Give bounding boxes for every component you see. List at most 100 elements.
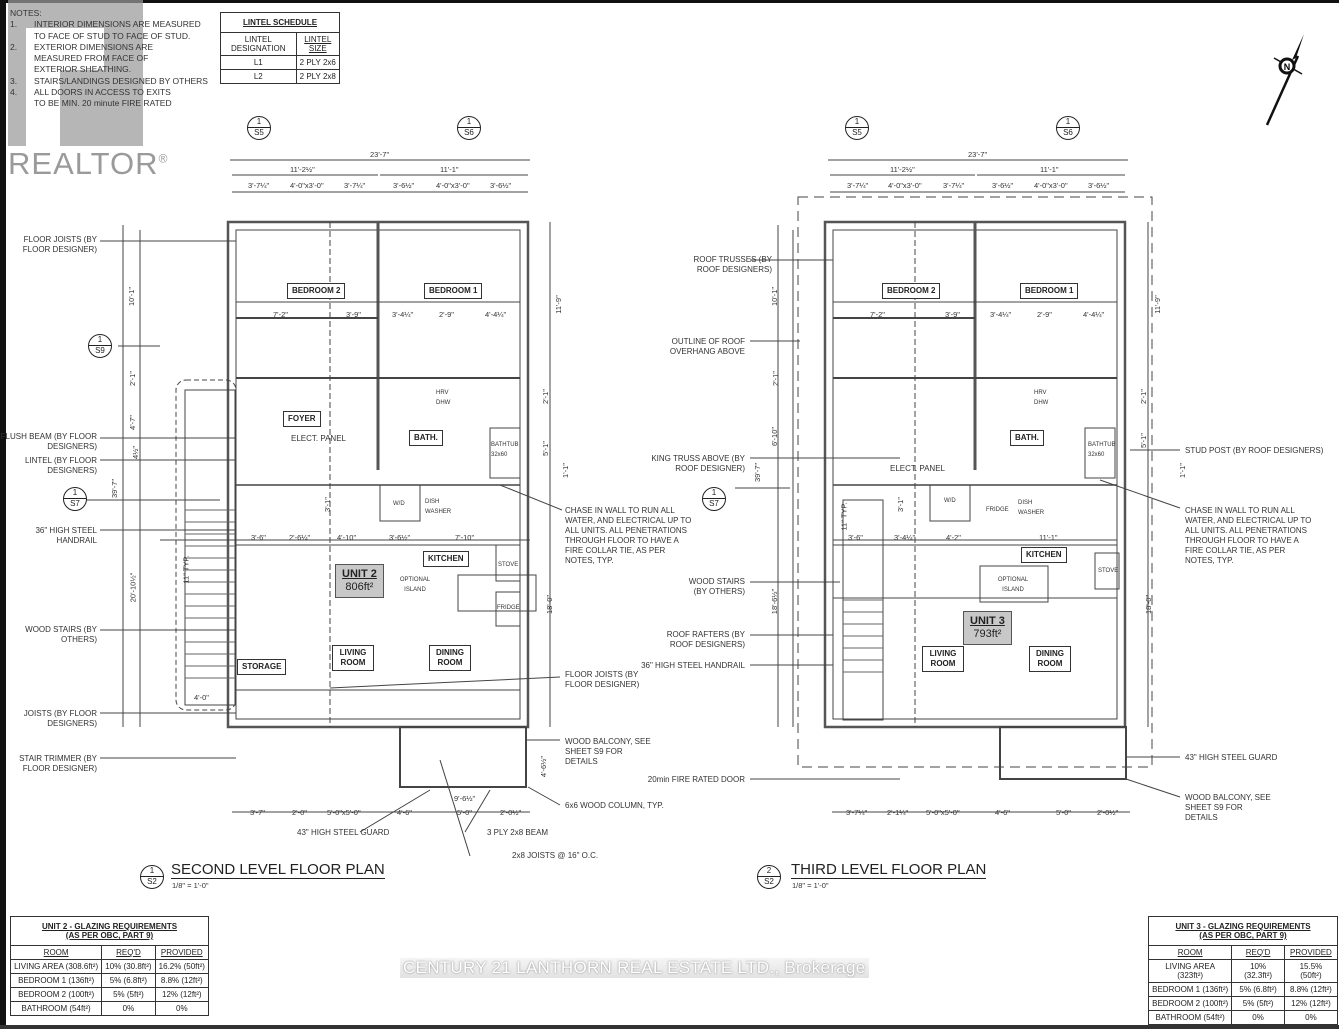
- callout-label: 43" HIGH STEEL GUARD: [1185, 753, 1278, 762]
- glazing-requirements-unit-2: UNIT 2 - GLAZING REQUIREMENTS(AS PER OBC…: [9, 916, 210, 1016]
- fixture-label: W/D: [944, 498, 956, 504]
- dimension: 3'-6½": [393, 181, 415, 190]
- dimension: 18'-0": [545, 594, 555, 615]
- dimension: 5'-0": [457, 808, 472, 817]
- fixture-label: HRV DHW: [436, 390, 451, 406]
- dimension: 2'-6¼": [289, 533, 311, 542]
- fixture-label: FRIDGE: [986, 507, 1009, 513]
- callout-label: STUD POST (BY ROOF DESIGNERS): [1185, 446, 1324, 455]
- dimension: 11'-2½": [290, 165, 315, 174]
- callout-label: ROOF TRUSSES (BY ROOF DESIGNERS): [693, 255, 772, 274]
- callout-label: WOOD BALCONY, SEE SHEET S9 FOR DETAILS: [1185, 793, 1271, 822]
- dimension: 4'-10": [337, 533, 357, 542]
- dimension: 1'-1": [560, 463, 570, 478]
- fixture-label: OPTIONAL ISLAND: [399, 577, 431, 593]
- roof-overhang-outline: [797, 196, 1153, 768]
- table-row: BEDROOM 1 (136ft²)5% (6.8ft²)8.8% (12ft²…: [9, 973, 210, 988]
- dimension: 3'-4¼": [990, 310, 1012, 319]
- dimension: 18'-6½": [770, 588, 780, 615]
- room-label-kitchen: KITCHEN: [423, 551, 469, 567]
- dimension: 11'-1": [1040, 165, 1059, 174]
- room-label-dining-room: DINING ROOM: [1029, 646, 1071, 672]
- table-row: BEDROOM 1 (136ft²)5% (6.8ft²)8.8% (12ft²…: [1147, 982, 1339, 997]
- room-label-bedroom-2: BEDROOM 2: [287, 283, 346, 299]
- callout-label: ROOF RAFTERS (BY ROOF DESIGNERS): [666, 630, 745, 649]
- table-row: BEDROOM 2 (100ft²)5% (5ft²)12% (12ft²): [1147, 996, 1339, 1011]
- callout-label: OUTLINE OF ROOF OVERHANG ABOVE: [669, 337, 745, 356]
- dimension: 2'-1": [540, 389, 550, 404]
- callout-label: WOOD STAIRS (BY OTHERS): [25, 625, 97, 644]
- callout-label: JOISTS (BY FLOOR DESIGNERS): [23, 709, 97, 728]
- dimension: 11'-1": [1039, 533, 1058, 542]
- callout-label: WOOD STAIRS (BY OTHERS): [688, 577, 745, 596]
- dimension: 3'-6": [251, 533, 266, 542]
- table-row: LIVING AREA (323ft²)10% (32.3ft²)15.5% (…: [1147, 959, 1339, 983]
- room-label-bedroom-1: BEDROOM 1: [1020, 283, 1079, 299]
- note-item: 4.ALL DOORS IN ACCESS TO EXITS TO BE MIN…: [10, 87, 172, 109]
- callout-label: 43" HIGH STEEL GUARD: [297, 828, 390, 837]
- room-label-bedroom-1: BEDROOM 1: [424, 283, 483, 299]
- dimension: 3'-4¼": [894, 533, 916, 542]
- dimension: 3'-7¼": [943, 181, 965, 190]
- dimension: 2'-0½": [1097, 808, 1119, 817]
- dimension: 5'-0"x5'-0": [926, 808, 960, 817]
- dimension: 10'-1": [770, 286, 780, 307]
- dimension: 2'-9": [439, 310, 454, 319]
- callout-label: 2x8 JOISTS @ 16" O.C.: [512, 851, 599, 860]
- top-border: [0, 0, 1339, 3]
- callout-label: FLUSH BEAM (BY FLOOR DESIGNERS): [0, 432, 97, 451]
- dimension: 2'-1": [770, 371, 780, 386]
- dimension: 4'-4¼": [485, 310, 507, 319]
- bottom-border: [0, 1025, 1339, 1029]
- dimension: 2'-1": [127, 371, 137, 386]
- glazing-table-title: UNIT 2 - GLAZING REQUIREMENTS(AS PER OBC…: [10, 916, 209, 946]
- note-item: 3.STAIRS/LANDINGS DESIGNED BY OTHERS: [10, 75, 208, 86]
- room-label-living-room: LIVING ROOM: [332, 645, 374, 671]
- dimension: 3'-6½": [490, 181, 512, 190]
- table-row: BEDROOM 2 (100ft²)5% (5ft²)12% (12ft²): [9, 987, 210, 1002]
- fixture-label: FRIDGE: [497, 605, 520, 611]
- callout-label: 36" HIGH STEEL HANDRAIL: [641, 661, 745, 670]
- dimension: 3'-7": [250, 808, 265, 817]
- dimension-overall: 23'-7": [968, 150, 988, 159]
- dimension: 3'-9": [945, 310, 960, 319]
- dimension: 11'-2½": [890, 165, 915, 174]
- dimension: 4'-6": [397, 808, 412, 817]
- dimension: 4'-7": [127, 415, 137, 430]
- svg-text:N: N: [1284, 62, 1291, 72]
- room-label-kitchen: KITCHEN: [1021, 547, 1067, 563]
- table-row: LIVING AREA (308.6ft²)10% (30.8ft²)16.2%…: [9, 959, 210, 974]
- general-notes: NOTES: 1.INTERIOR DIMENSIONS ARE MEASURE…: [10, 8, 208, 110]
- room-label-bedroom-2: BEDROOM 2: [882, 283, 941, 299]
- dimension: 3'-1": [895, 497, 905, 512]
- north-arrow-icon: N: [1265, 34, 1304, 126]
- dimension: 3'-4¼": [392, 310, 414, 319]
- dimension: 4½": [131, 445, 141, 460]
- dimension: 4'-4¼": [1083, 310, 1105, 319]
- room-label-dining-room: DINING ROOM: [429, 645, 471, 671]
- dimension: 4'-6": [995, 808, 1010, 817]
- brokerage-watermark: CENTURY 21 LANTHORN REAL ESTATE LTD., Br…: [400, 958, 869, 978]
- dimension: 4'-6½": [539, 755, 549, 778]
- dimension: 20'-10½": [128, 572, 138, 603]
- dimension: 3'-6½": [389, 533, 411, 542]
- callout-label: STAIR TRIMMER (BY FLOOR DESIGNER): [19, 754, 97, 773]
- dimension: 11'-9": [553, 295, 563, 314]
- dimension: 6'-10": [770, 426, 780, 447]
- dimension: 3'-6": [848, 533, 863, 542]
- dimension: 5'-0"x5'-0": [327, 808, 361, 817]
- dimension: 4'-2": [946, 533, 961, 542]
- callout-label: FLOOR JOISTS (BY FLOOR DESIGNER): [565, 670, 640, 689]
- plan-title-third-level: THIRD LEVEL FLOOR PLAN: [791, 861, 987, 879]
- dimension-overall: 23'-7": [370, 150, 390, 159]
- dimension: 4'-0": [194, 693, 209, 702]
- dimension: 5'-0": [1056, 808, 1071, 817]
- dimension: 39'-7": [110, 478, 120, 499]
- dimension: 18'-0": [1144, 594, 1154, 615]
- dimension: 5'-1": [1138, 433, 1148, 448]
